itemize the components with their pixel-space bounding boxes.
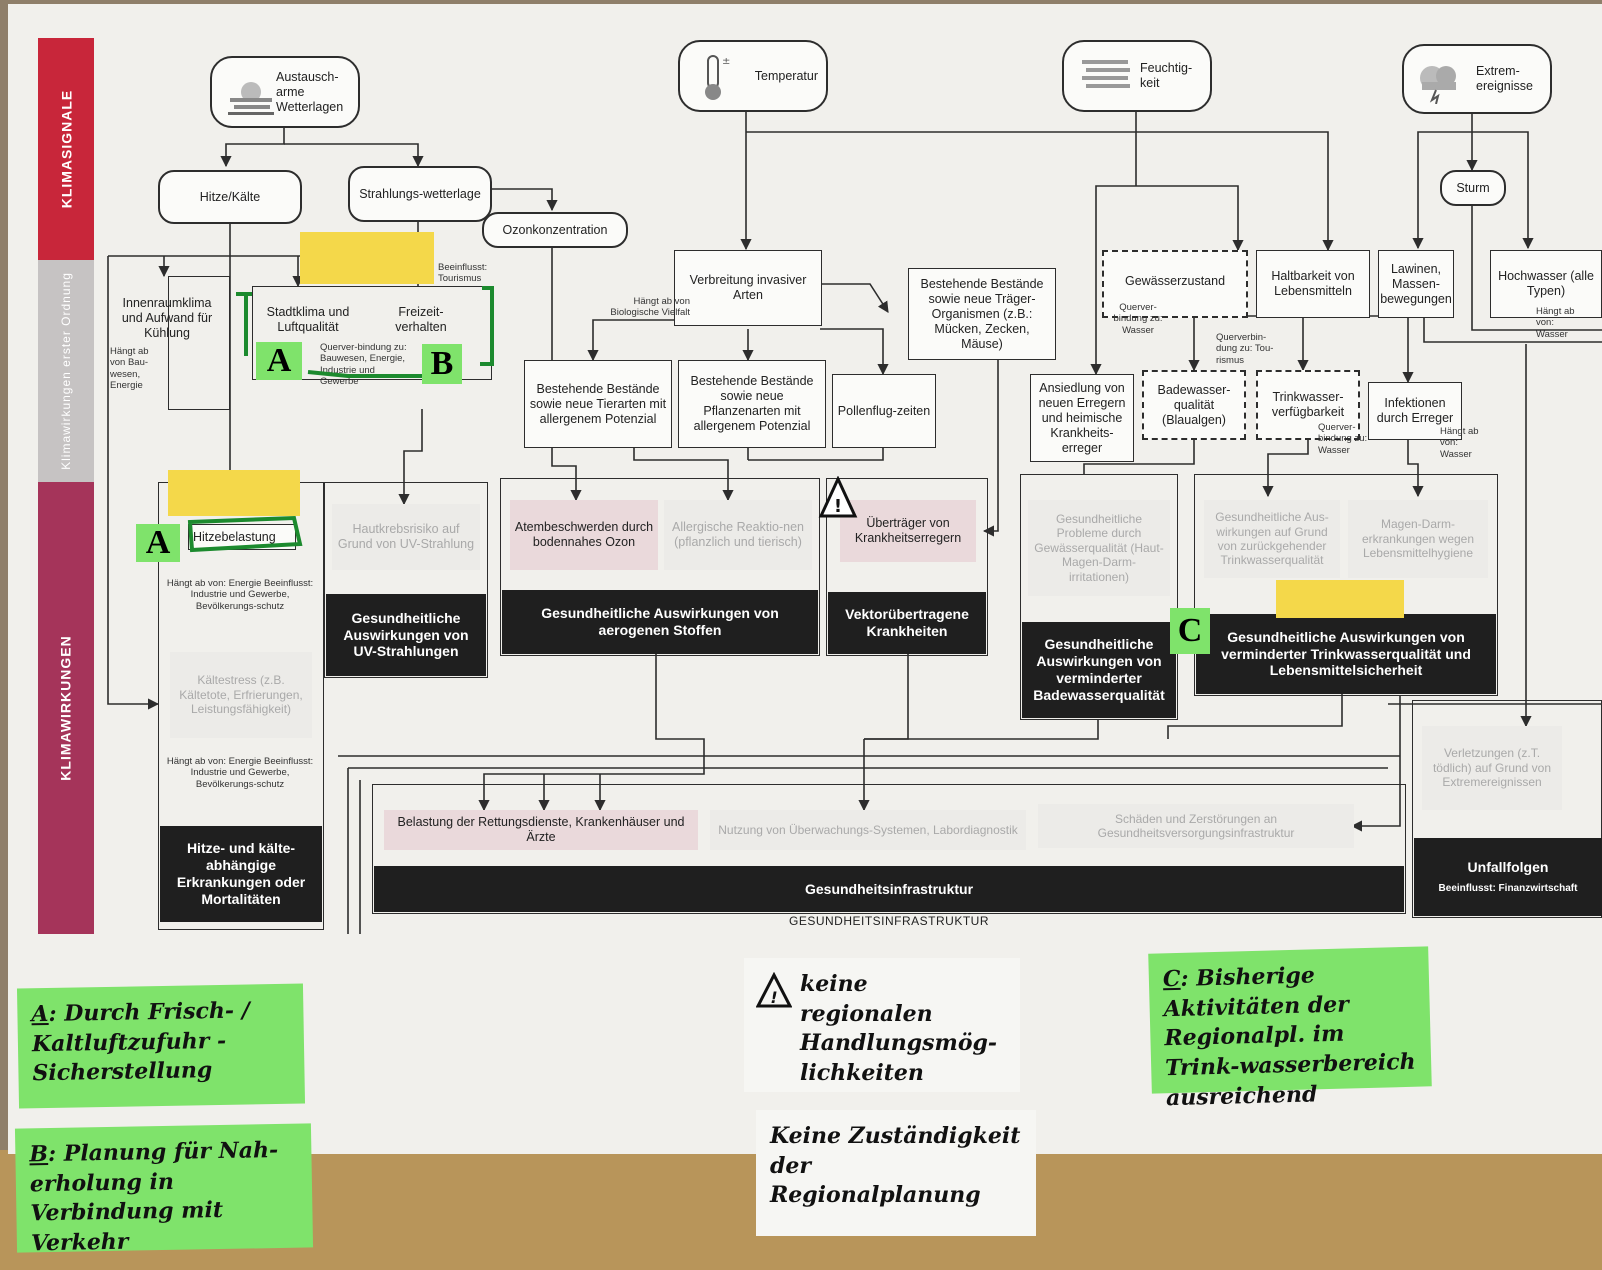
ansiedlung-node: Ansiedlung von neuen Erregern und heimis…: [1030, 374, 1134, 462]
poster: KLIMASIGNALE Klimawirkungen erster Ordnu…: [8, 4, 1602, 1154]
infektionen-note: Hängt ab von: Wasser: [1440, 426, 1479, 460]
sticky-yellow-2: [168, 470, 300, 516]
sidebar-klimasignale: KLIMASIGNALE: [38, 38, 94, 260]
verletzungen-node: Verletzungen (z.T. tödlich) auf Grund vo…: [1422, 726, 1562, 810]
trink-aus-node: Gesundheitliche Aus-wirkungen auf Grund …: [1204, 500, 1340, 578]
infra-footer: GESUNDHEITSINFRASTRUKTUR: [788, 913, 989, 928]
svg-text:!: !: [834, 496, 842, 517]
signal-feuchtigkeit: Feuchtig-keit: [1062, 40, 1212, 112]
innenraum-note: Hängt ab von Bau-wesen, Energie: [110, 346, 149, 392]
marker-b: B: [422, 344, 462, 384]
pflanzenarten-node: Bestehende Bestände sowie neue Pflanzena…: [678, 360, 826, 448]
uv-title: Gesundheitliche Auswirkungen von UV-Stra…: [326, 594, 486, 676]
trink-frame: [1194, 474, 1498, 696]
marker-a-top: A: [256, 342, 302, 380]
storm-cloud-icon: [1420, 66, 1456, 104]
signal-extrem: Extrem-ereignisse: [1402, 44, 1552, 114]
haltbarkeit-node: Haltbarkeit von Lebensmitteln: [1256, 250, 1370, 318]
schaeden-node: Schäden und Zerstörungen an Gesundheitsv…: [1038, 804, 1354, 848]
warning-triangle-icon: !: [818, 476, 858, 518]
note-c: C: Bisherige Aktivitäten der Regionalpl.…: [1148, 946, 1432, 1111]
trinkwasser-note: Querver-bindung zu: Wasser: [1318, 422, 1368, 456]
trink-title: Gesundheitliche Auswirkungen von vermind…: [1196, 614, 1496, 694]
hautkrebs-node: Hautkrebsrisiko auf Grund von UV-Strahlu…: [332, 504, 480, 570]
badewasser-node: Badewasser-qualität (Blaualgen): [1142, 370, 1246, 440]
note-a: A: Durch Frisch- / Kaltluftzufuhr - Sich…: [16, 983, 306, 1109]
probleme-node: Gesundheitliche Probleme durch Gewässerq…: [1028, 500, 1170, 596]
infra-title: Gesundheitsinfrastruktur: [374, 866, 1404, 912]
freizeit-note: Beeinflusst: Tourismus: [438, 262, 488, 285]
kaeltestress-node: Kältestress (z.B. Kältetote, Erfrierunge…: [170, 652, 312, 738]
bade-frame: [1020, 474, 1178, 720]
hitze-title: Hitze- und kälte-abhängige Erkrankungen …: [160, 826, 322, 922]
note-warning: ! keine regionalen Handlungsmög-lichkeit…: [744, 958, 1020, 1092]
pollenflug-node: Pollenflug-zeiten: [832, 374, 936, 448]
hochwasser-note: Hängt ab von: Wasser: [1536, 306, 1575, 340]
atembeschwerden-node: Atembeschwerden durch bodennahes Ozon: [510, 500, 658, 570]
hitze-note: Hängt ab von: Energie Beeinflusst: Indus…: [166, 578, 314, 612]
allergische-node: Allergische Reaktio-nen (pflanzlich und …: [664, 500, 812, 570]
sticky-yellow-3: [1276, 580, 1404, 618]
invasive-note: Hängt ab von Biologische Vielfalt: [610, 296, 690, 319]
stadtklima-note: Querver-bindung zu: Bauwesen, Energie, I…: [320, 342, 407, 388]
vektor-frame: [826, 478, 988, 656]
innenraum-frame: [168, 276, 230, 410]
note-zustaendigkeit: Keine Zuständigkeit der Regionalplanung: [756, 1110, 1036, 1236]
note-b: B: Planung für Nah-erholung in Verbindun…: [14, 1123, 314, 1256]
sidebar-klimawirkungen: KLIMAWIRKUNGEN: [38, 482, 94, 934]
hitze-kaelte-node: Hitze/Kälte: [158, 170, 302, 224]
lawinen-node: Lawinen, Massen-bewegungen: [1378, 250, 1454, 318]
svg-text:!: !: [770, 988, 777, 1007]
nutzung-node: Nutzung von Überwachungs-Systemen, Labor…: [710, 810, 1026, 850]
aerogen-frame: [500, 478, 820, 656]
magen-darm-node: Magen-Darm-erkrankungen wegen Lebensmitt…: [1348, 500, 1488, 578]
trinkwasser-node: Trinkwasser-verfügbarkeit: [1256, 370, 1360, 440]
thermometer-icon: ±: [705, 55, 730, 100]
unfall-title: Unfallfolgen Beeinflusst: Finanzwirtscha…: [1414, 838, 1602, 916]
vektor-title: Vektorübertragene Krankheiten: [828, 592, 986, 654]
sidebar-erste-ordnung: Klimawirkungen erster Ordnung: [38, 260, 94, 482]
sticky-yellow-1: [300, 232, 434, 284]
uebertraeger-node: Überträger von Krankheitserregern: [840, 500, 976, 562]
signal-austausch: Austausch-arme Wetterlagen: [210, 56, 360, 128]
infra-frame: [372, 784, 1406, 914]
infektionen-node: Infektionen durch Erreger: [1368, 382, 1462, 440]
marker-outlines: [187, 286, 494, 553]
innenraum-node: Innenraumklima und Aufwand für Kühlung: [121, 295, 213, 340]
invasive-node: Verbreitung invasiver Arten: [674, 250, 822, 326]
badewasser-note: Querverbin-dung zu: Tou-rismus: [1216, 332, 1274, 366]
tierarten-node: Bestehende Bestände sowie neue Tierarten…: [524, 360, 672, 448]
aerogen-title: Gesundheitliche Auswirkungen von aerogen…: [502, 590, 818, 654]
traeger-node: Bestehende Bestände sowie neue Träger-Or…: [908, 268, 1056, 360]
strahlung-node: Strahlungs-wetterlage: [348, 166, 492, 222]
sturm-node: Sturm: [1440, 170, 1506, 206]
belastung-node: Belastung der Rettungsdienste, Krankenhä…: [384, 810, 698, 850]
gewaesser-note: Querver-bindung zu: Wasser: [1113, 302, 1163, 336]
kaelte-note: Hängt ab von: Energie Beeinflusst: Indus…: [166, 756, 314, 790]
stadtklima-node: Stadtklima und Luftqualität: [266, 305, 350, 334]
bade-title: Gesundheitliche Auswirkungen von vermind…: [1022, 622, 1176, 718]
svg-text:±: ±: [722, 56, 730, 67]
marker-a-bottom: A: [136, 524, 180, 562]
freizeit-node: Freizeit-verhalten: [395, 305, 447, 334]
hochwasser-node: Hochwasser (alle Typen): [1490, 250, 1602, 318]
warning-triangle-icon: !: [756, 972, 792, 1008]
hitzebelastung-node: Hitzebelastung: [188, 524, 296, 550]
signal-temperatur: ± Temperatur: [678, 40, 828, 112]
uv-frame: [324, 482, 488, 678]
ozon-node: Ozonkonzentration: [482, 212, 628, 248]
connector-lines: [107, 112, 1602, 934]
humidity-icon: [1082, 60, 1130, 88]
gewaesser-node: Gewässerzustand: [1102, 250, 1248, 318]
marker-c: C: [1170, 608, 1210, 654]
fog-icon: [228, 82, 274, 115]
